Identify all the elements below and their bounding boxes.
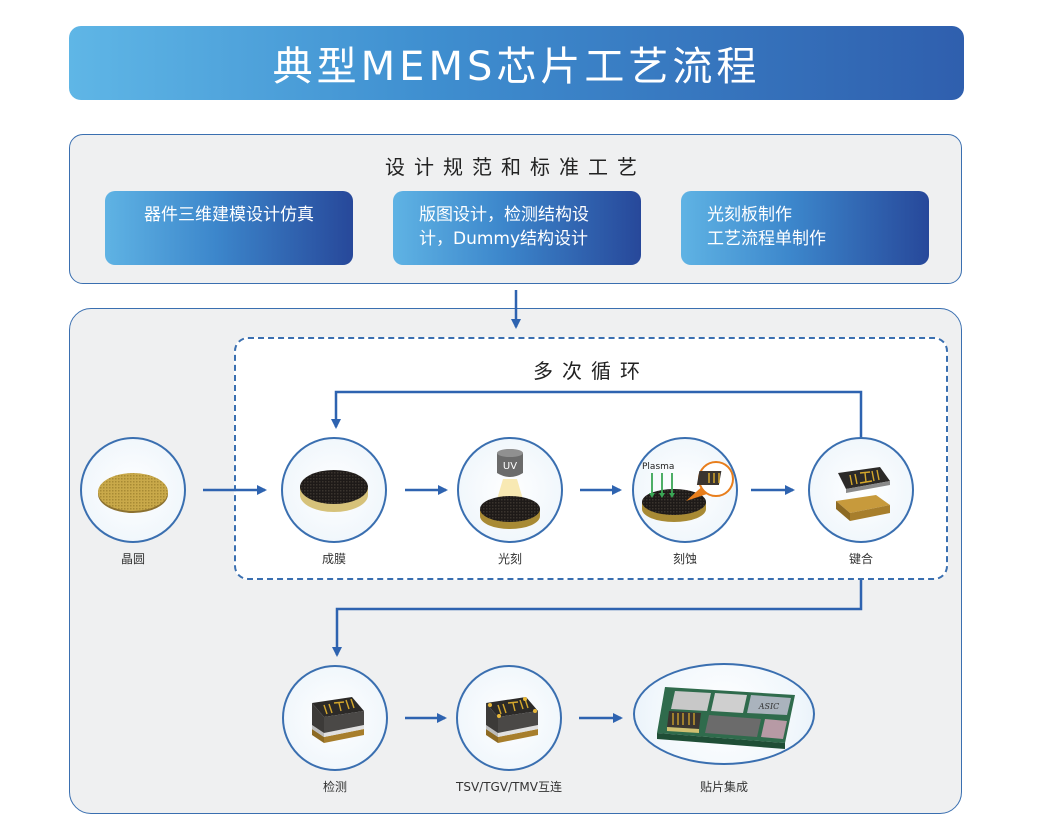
design-standards-panel: 设计规范和标准工艺 器件三维建模设计仿真 版图设计，检测结构设 计，Dummy结…: [69, 134, 962, 284]
step-node-bonding: [808, 437, 914, 543]
design-box-line: 工艺流程单制作: [707, 229, 826, 249]
page-title: 典型MEMS芯片工艺流程: [69, 26, 964, 100]
repeat-loop-title: 多次循环: [533, 359, 649, 383]
interconnect-chip-icon: [486, 697, 538, 743]
step-label-etching: 刻蚀: [672, 552, 697, 566]
design-box-line: 计，Dummy结构设计: [419, 229, 589, 249]
step-node-interconnect: [456, 665, 562, 771]
asic-label: ASIC: [758, 702, 780, 711]
step-label-wafer: 晶圆: [120, 552, 145, 566]
step-node-lithography: UV: [457, 437, 563, 543]
design-box-line: 版图设计，检测结构设: [419, 205, 589, 225]
design-box-line: 光刻板制作: [707, 205, 792, 225]
design-box-3d-modeling: 器件三维建模设计仿真: [105, 191, 353, 265]
step-node-film: [281, 437, 387, 543]
arrow-loop-back: [331, 390, 863, 440]
design-box-photomask: 光刻板制作 工艺流程单制作: [681, 191, 929, 265]
step-label-interconnect: TSV/TGV/TMV互连: [456, 780, 562, 794]
step-node-etching: Plasma: [632, 437, 738, 543]
step-label-film: 成膜: [321, 552, 346, 566]
step-label-lithography: 光刻: [497, 552, 522, 566]
film-deposition-icon: [300, 470, 368, 512]
step-label-inspection: 检测: [322, 780, 347, 794]
step-node-wafer: [80, 437, 186, 543]
step-label-integration: 贴片集成: [699, 780, 748, 794]
board-integration-icon: ASIC: [657, 687, 795, 749]
step-label-bonding: 键合: [848, 552, 873, 566]
design-box-layout: 版图设计，检测结构设 计，Dummy结构设计: [393, 191, 641, 265]
step-node-integration: ASIC: [633, 663, 815, 765]
page-title-text: 典型MEMS芯片工艺流程: [272, 44, 761, 90]
design-standards-title: 设计规范和标准工艺: [385, 155, 646, 179]
plasma-label: Plasma: [642, 462, 674, 472]
design-box-line: 器件三维建模设计仿真: [144, 205, 314, 225]
wafer-icon: [98, 473, 168, 513]
arrow-bond-to-inspect: [332, 580, 863, 657]
plasma-etching-icon: Plasma: [642, 461, 734, 522]
uv-lithography-icon: UV: [480, 449, 540, 529]
bonding-chip-icon: [836, 467, 890, 521]
step-node-inspection: [282, 665, 388, 771]
uv-lamp-text: UV: [503, 461, 517, 472]
inspection-chip-icon: [312, 697, 364, 743]
